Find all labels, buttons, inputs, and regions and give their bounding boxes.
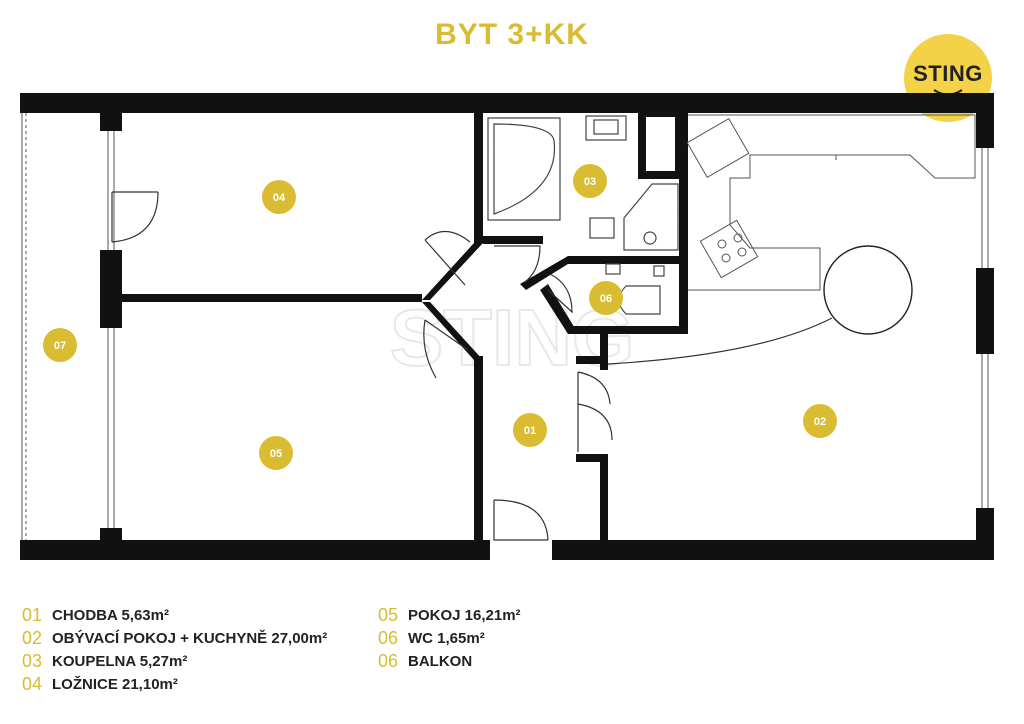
room-marker-01: 01 (513, 413, 547, 447)
wall-bottom-left (20, 540, 490, 560)
room-marker-circle (262, 180, 296, 214)
wall-bath-bottom (483, 236, 543, 244)
bathroom-fixtures (487, 115, 679, 251)
legend-text: KOUPELNA 5,27m² (52, 653, 188, 670)
legend-item: 01 CHODBA 5,63m² (22, 604, 327, 627)
room-marker-circle (259, 436, 293, 470)
floor-plan: STING (20, 93, 994, 560)
door-swing-icon (493, 499, 549, 541)
legend-text: CHODBA 5,63m² (52, 607, 169, 624)
wall-bath-kitchen (679, 113, 688, 333)
cooktop-icon (699, 219, 759, 279)
wall-balcony-top (100, 113, 122, 131)
wall-balcony-bottom (100, 528, 122, 542)
bathtub-inner (493, 123, 556, 215)
wall-bedroom-bath (474, 113, 483, 243)
wall-balcony-mid (100, 250, 122, 328)
legend-item: 06 WC 1,65m² (378, 627, 521, 650)
legend-number: 06 (378, 651, 399, 671)
room-marker-label: 03 (584, 176, 596, 188)
legend-item: 02 OBÝVACÍ POKOJ + KUCHYNĚ 27,00m² (22, 627, 327, 650)
wall-wc-diagonal-top (520, 256, 568, 290)
wall-right-mid (976, 268, 994, 354)
room-marker-04: 04 (262, 180, 296, 214)
legend-text: WC 1,65m² (408, 630, 485, 647)
legend-number: 02 (22, 628, 43, 648)
legend-number: 04 (22, 674, 43, 694)
legend-text: LOŽNICE 21,10m² (52, 676, 178, 693)
room-marker-label: 05 (270, 448, 282, 460)
wall-hall-right-top (600, 330, 608, 370)
wall-top (20, 93, 978, 113)
legend-text: POKOJ 16,21m² (408, 607, 521, 624)
shower-icon (623, 183, 679, 251)
right-windows (981, 148, 989, 508)
wall-wc-diagonal (540, 284, 576, 334)
wall-right-bottom (976, 508, 994, 560)
balcony-railing (21, 113, 115, 540)
wall-wc-bottom (568, 326, 688, 334)
door-swing-icon (494, 245, 541, 283)
door-swing-icon (424, 230, 471, 286)
room-marker-circle (803, 404, 837, 438)
room-marker-circle (589, 281, 623, 315)
room-marker-07: 07 (43, 328, 77, 362)
room-marker-circle (513, 413, 547, 447)
room-marker-circle (43, 328, 77, 362)
room-marker-03: 03 (573, 164, 607, 198)
logo-text: STING (913, 61, 983, 86)
wall-bedroom-divider (122, 294, 422, 302)
legend-item: 05 POKOJ 16,21m² (378, 604, 521, 627)
wall-hall-right-step (576, 454, 606, 462)
door-swing-icon (577, 371, 613, 452)
room-marker-label: 07 (54, 340, 66, 352)
room-marker-label: 02 (814, 416, 826, 428)
legend-number: 06 (378, 628, 399, 648)
legend-number: 05 (378, 605, 399, 625)
legend-text: OBÝVACÍ POKOJ + KUCHYNĚ 27,00m² (52, 630, 328, 647)
legend-text: BALKON (408, 653, 473, 670)
legend-item: 04 LOŽNICE 21,10m² (22, 673, 327, 696)
room-marker-label: 01 (524, 425, 536, 437)
wall-wc-top (568, 256, 688, 264)
room-marker-circle (573, 164, 607, 198)
legend-col-1: 01 CHODBA 5,63m² 02 OBÝVACÍ POKOJ + KUCHYNĚ… (22, 604, 327, 696)
shaft (638, 109, 683, 179)
sink-icon (585, 115, 627, 141)
room-marker-02: 02 (803, 404, 837, 438)
page-title: BYT 3+KK (435, 18, 589, 51)
room-marker-05: 05 (259, 436, 293, 470)
door-swing-icon (111, 191, 159, 243)
kitchen-fixtures (607, 114, 976, 365)
wall-hall-left (474, 356, 483, 542)
wall-right-top (976, 93, 994, 148)
dining-table-icon (823, 245, 913, 335)
door-swings (111, 191, 613, 541)
legend-number: 03 (22, 651, 43, 671)
wall-hall-right-step2 (576, 356, 606, 364)
room-marker-label: 04 (273, 192, 286, 204)
wall-hall-diagonal-lower (422, 302, 483, 360)
room-marker-06: 06 (589, 281, 623, 315)
wall-hall-right-bottom (600, 454, 608, 542)
legend-item: 06 BALKON (378, 650, 521, 673)
door-swing-icon (547, 273, 573, 314)
legend-item: 03 KOUPELNA 5,27m² (22, 650, 327, 673)
bathtub-icon (487, 117, 561, 221)
wall-bottom-right (552, 540, 982, 560)
legend-number: 01 (22, 605, 43, 625)
door-swing-icon (423, 319, 469, 379)
room-marker-label: 06 (600, 293, 612, 305)
